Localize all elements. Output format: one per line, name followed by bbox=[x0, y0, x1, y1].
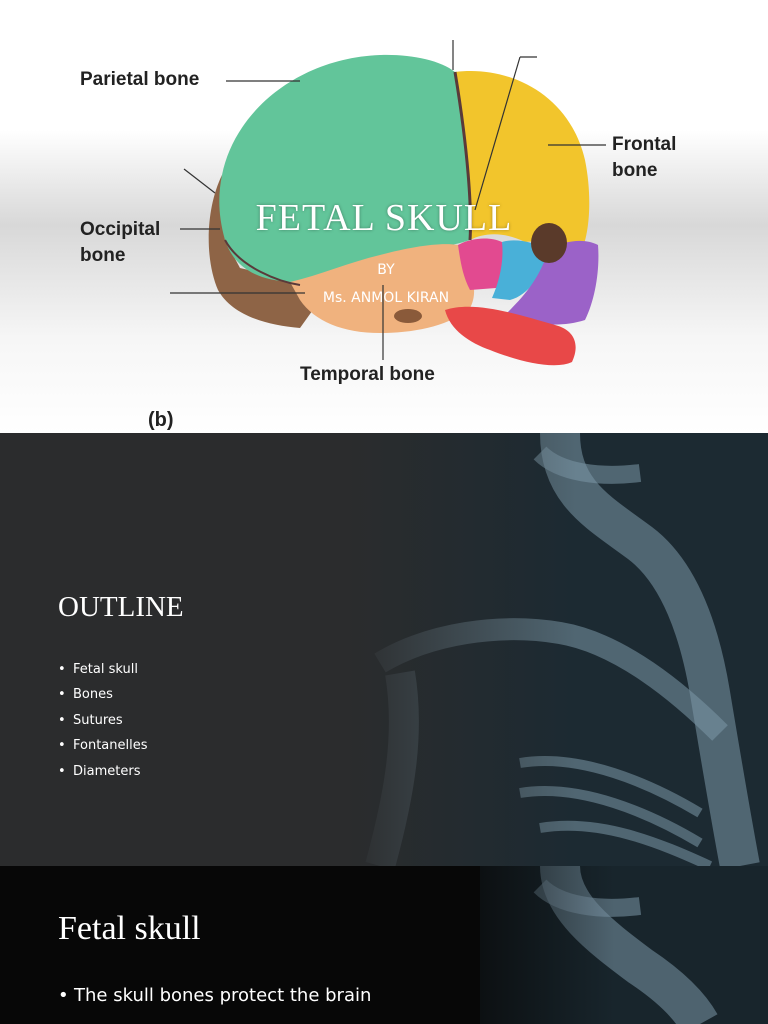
fetal-skull-title: Fetal skull bbox=[58, 910, 201, 947]
slide-outline: OUTLINE •Fetal skull •Bones •Sutures •Fo… bbox=[0, 433, 768, 866]
label-frontal-bone: Frontal bone bbox=[612, 134, 677, 181]
xray-background-image bbox=[0, 433, 768, 866]
list-item: •Bones bbox=[58, 687, 113, 703]
list-item: •Fontanelles bbox=[58, 738, 148, 754]
slide-title-text: FETAL SKULL bbox=[255, 197, 513, 239]
outline-list: •Fetal skull •Bones •Sutures •Fontanelle… bbox=[58, 660, 148, 787]
label-temporal-bone: Temporal bone bbox=[300, 364, 435, 385]
slide-author: Ms. ANMOL KIRAN bbox=[322, 290, 450, 306]
list-item: •The skull bones protect the brain bbox=[58, 985, 372, 1006]
fetal-skull-list: •The skull bones protect the brain bbox=[58, 981, 371, 1011]
mandible-bone-shape bbox=[445, 306, 576, 366]
list-item: •Fetal skull bbox=[58, 662, 138, 677]
zygomatic-bone-shape bbox=[492, 240, 548, 300]
xray-background-image bbox=[0, 866, 768, 1024]
temporal-bone-shape bbox=[290, 244, 475, 334]
sphenoid-bone-shape bbox=[458, 238, 504, 290]
list-item: •Diameters bbox=[58, 763, 141, 779]
label-parietal-bone: Parietal bone bbox=[80, 69, 200, 90]
ear-shape bbox=[394, 309, 422, 323]
parietal-bone-shape bbox=[219, 54, 471, 283]
maxilla-bone-shape bbox=[505, 240, 599, 325]
slide-by-text: BY bbox=[377, 262, 395, 278]
label-occipital-bone: Occipital bone bbox=[80, 219, 161, 266]
orbit-shape bbox=[531, 223, 567, 263]
figure-panel-label: (b) bbox=[148, 409, 174, 431]
slide-title: Parietal bone Occipital bone Frontal bon… bbox=[0, 0, 768, 433]
occipital-bone-shape bbox=[208, 175, 320, 328]
slide-fetal-skull: Fetal skull •The skull bones protect the… bbox=[0, 866, 768, 1024]
skull-illustration bbox=[170, 40, 606, 366]
outline-title: OUTLINE bbox=[58, 591, 184, 623]
list-item: •Sutures bbox=[58, 712, 123, 728]
frontal-bone-shape bbox=[455, 71, 590, 250]
